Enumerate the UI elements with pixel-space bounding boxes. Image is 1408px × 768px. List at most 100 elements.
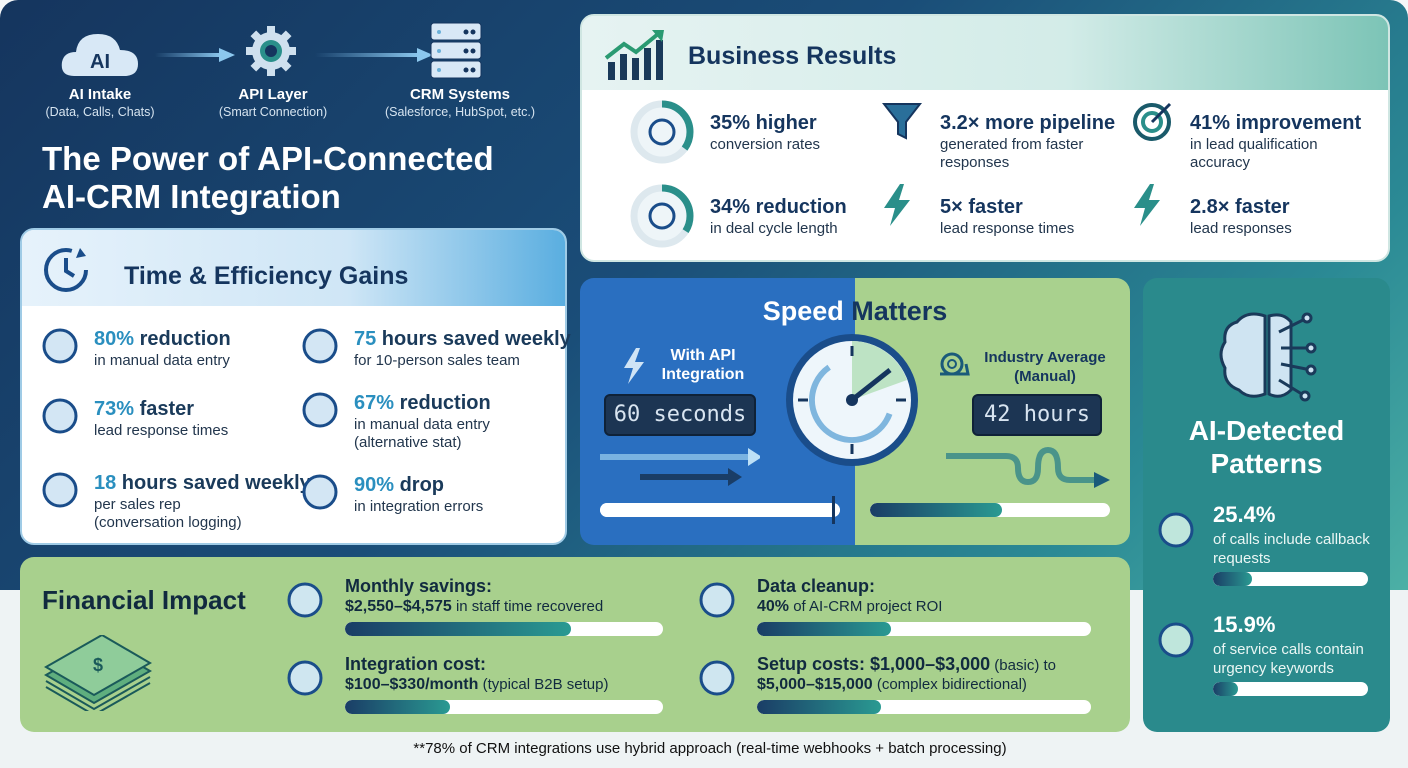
brain-circuit-icon: [1217, 308, 1317, 409]
stat-value: 18: [94, 472, 117, 494]
gear-icon: [244, 24, 298, 83]
lightning-icon: [1132, 184, 1162, 231]
clock-refresh-icon: [40, 244, 92, 301]
section-title: Financial Impact: [42, 585, 246, 615]
stat-desc: in manual data entry (alternative stat): [354, 416, 490, 451]
fin-rest: (typical B2B setup): [478, 676, 609, 693]
fin-rest: in staff time recovered: [451, 598, 604, 615]
lightning-icon: [882, 184, 912, 231]
result-value: 34% reduction: [710, 196, 847, 218]
fin-bar: [345, 700, 663, 714]
flow-step-sub: (Data, Calls, Chats): [45, 105, 155, 119]
pattern-value: 25.4%: [1213, 502, 1276, 527]
winding-arrow-icon: [946, 438, 1116, 503]
result-value: 5× faster: [940, 196, 1023, 218]
fast-arrows-icon: [600, 446, 762, 495]
alarm-light-icon: [1156, 620, 1196, 665]
flow-step-sub: (Smart Connection): [218, 105, 328, 119]
section-title: Time & Efficiency Gains: [124, 262, 409, 290]
money-stack-icon: $: [42, 633, 154, 717]
fin-detail: 40% of AI-CRM project ROI: [757, 598, 942, 616]
stat-headline: 75 hours saved weekly: [354, 328, 571, 350]
team-icon: [300, 326, 340, 371]
time-efficiency-header: [22, 230, 565, 306]
stat-label: reduction: [134, 328, 231, 350]
snail-icon: [938, 350, 972, 383]
flow-step-sub: (Salesforce, HubSpot, etc.): [384, 105, 536, 119]
pattern-value: 15.9%: [1213, 612, 1276, 637]
stat-headline: 90% drop: [354, 474, 444, 496]
cloud-server-icon: [285, 658, 325, 703]
stopwatch-gauge-icon: [782, 330, 922, 475]
pattern-desc: of calls include callback requests: [1213, 531, 1370, 567]
fin-heading: Setup costs: $1,000–$3,000 (basic) to: [757, 654, 1056, 675]
stat-value: 75: [354, 328, 377, 350]
fin-heading: Data cleanup:: [757, 576, 875, 597]
server-icon: [430, 22, 482, 85]
stat-headline: 80% reduction: [94, 328, 231, 350]
stat-label: faster: [134, 398, 195, 420]
fin-amount: 40%: [757, 598, 790, 615]
phone-callback-icon: [1156, 510, 1196, 555]
stat-desc: in manual data entry: [94, 352, 230, 369]
fin-head: Integration cost:: [345, 654, 487, 674]
fin-detail: $2,550–$4,575 in staff time recovered: [345, 598, 603, 616]
fin-amount: $5,000–$15,000: [757, 676, 873, 693]
stat-headline: 18 hours saved weekly: [94, 472, 311, 494]
fin-bar: [345, 622, 663, 636]
ai-patterns-card: AI-Detected Patterns: [1143, 278, 1390, 732]
fin-bold: $100–$330/month: [345, 676, 478, 693]
fin-heading: Monthly savings:: [345, 576, 492, 597]
speed-right-value: 42 hours: [972, 394, 1102, 436]
stat-headline: 67% reduction: [354, 392, 491, 414]
bar-marker: [832, 496, 835, 524]
speed-left-label: With API Integration: [661, 347, 745, 383]
result-value: 41% improvement: [1190, 112, 1362, 134]
pattern-bar: [1213, 572, 1368, 586]
pattern-bar: [1213, 682, 1368, 696]
stat-label: reduction: [394, 392, 491, 414]
result-desc: lead responses: [1190, 220, 1292, 237]
calendar-check-icon: [40, 470, 80, 515]
speed-right-label: Industry Average (Manual): [984, 349, 1106, 385]
result-value: 2.8× faster: [1190, 196, 1290, 218]
fin-rest: (complex bidirectional): [872, 676, 1027, 693]
svg-text:AI: AI: [90, 51, 110, 73]
handshake-icon: [630, 100, 694, 169]
fin-detail: $5,000–$15,000 (complex bidirectional): [757, 676, 1027, 694]
flow-step-label: API Layer: [238, 86, 308, 103]
section-title: AI-Detected Patterns: [1188, 415, 1345, 479]
result-desc: conversion rates: [710, 136, 821, 153]
fin-bold: $2,550–$4,575: [345, 598, 452, 615]
result-value: 35% higher: [710, 112, 817, 134]
svg-text:$: $: [93, 655, 103, 675]
ai-cloud-icon: AI: [58, 28, 142, 85]
arrow-icon: [315, 48, 435, 67]
funnel-icon: [881, 100, 923, 147]
progress-ring: [630, 100, 694, 164]
fin-head: Setup costs: $1,000–$3,000: [757, 654, 991, 674]
stat-value: 67%: [354, 392, 395, 414]
fin-amount: $2,550–$4,575: [345, 598, 452, 615]
progress-ring: [630, 184, 694, 248]
fin-head: Data cleanup:: [757, 576, 876, 596]
footnote: **78% of CRM integrations use hybrid app…: [413, 740, 1007, 757]
title-part: Matters: [851, 296, 948, 326]
fin-bar: [757, 700, 1091, 714]
dollar-up-icon: [285, 580, 325, 625]
fin-amount: $100–$330/month: [345, 676, 479, 693]
pattern-desc: of service calls contain urgency keyword…: [1213, 641, 1364, 677]
result-value: 3.2× more pipeline: [940, 112, 1116, 134]
stopwatch-icon: [40, 396, 80, 441]
speed-left-value: 60 seconds: [604, 394, 756, 436]
stat-desc: for 10-person sales team: [354, 352, 520, 369]
stat-value: 80%: [94, 328, 135, 350]
title-line: The Power of API-Connected: [42, 140, 494, 177]
fin-bold: $5,000–$15,000: [757, 676, 873, 693]
result-desc: in lead qualification accuracy: [1190, 136, 1318, 171]
section-title: Speed Matters: [580, 296, 1130, 327]
database-download-icon: [40, 326, 80, 371]
fin-bar: [757, 622, 1091, 636]
result-desc: lead response times: [940, 220, 1075, 237]
